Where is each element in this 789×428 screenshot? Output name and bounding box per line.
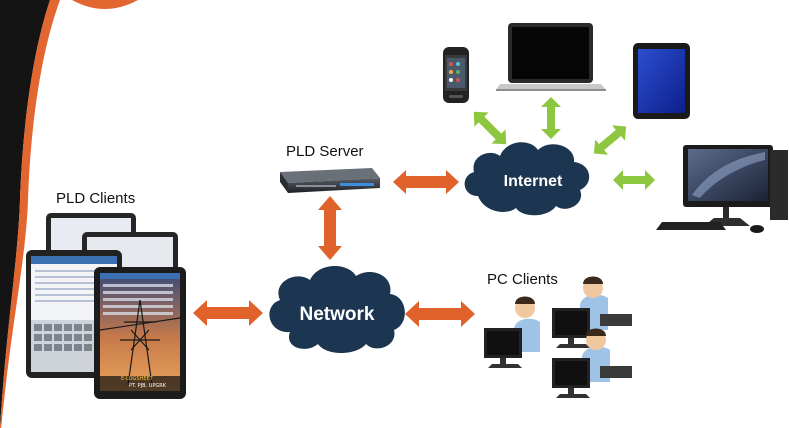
slide-corner-decoration	[0, 0, 138, 428]
pld-clients-label: PLD Clients	[56, 190, 136, 207]
tablet-company-text: PT. PJB. UPGRK	[129, 383, 167, 389]
pc-user-2	[552, 276, 632, 348]
tablet-icon	[633, 43, 690, 119]
phone-internet-arrow	[473, 111, 507, 145]
laptop-internet-arrow	[541, 97, 561, 139]
tablet-brand-text: E-LOGSHEET	[121, 376, 153, 382]
network-pcclients-arrow	[405, 301, 475, 327]
pc-user-1	[484, 296, 540, 368]
server-icon	[280, 168, 380, 193]
laptop-icon	[496, 23, 606, 91]
server-internet-arrow	[393, 170, 459, 194]
network-label: Network	[300, 304, 375, 325]
tablet-internet-arrow	[593, 125, 627, 155]
desktop-pc-icon	[656, 145, 788, 233]
server-network-arrow	[318, 196, 342, 260]
pld-server-label: PLD Server	[286, 143, 364, 160]
network-cloud: Network	[269, 265, 405, 353]
pc-user-icon	[484, 276, 632, 398]
internet-cloud: Internet	[464, 142, 590, 216]
tablet-cluster-icon	[26, 213, 186, 399]
internet-label: Internet	[504, 173, 563, 190]
pc-user-3	[552, 328, 632, 398]
desktop-internet-arrow	[613, 170, 655, 190]
pc-clients-label: PC Clients	[487, 271, 558, 288]
orange-arrows	[193, 170, 475, 327]
tablets-network-arrow	[193, 300, 263, 326]
smartphone-icon	[443, 47, 469, 103]
green-arrows	[473, 97, 655, 190]
